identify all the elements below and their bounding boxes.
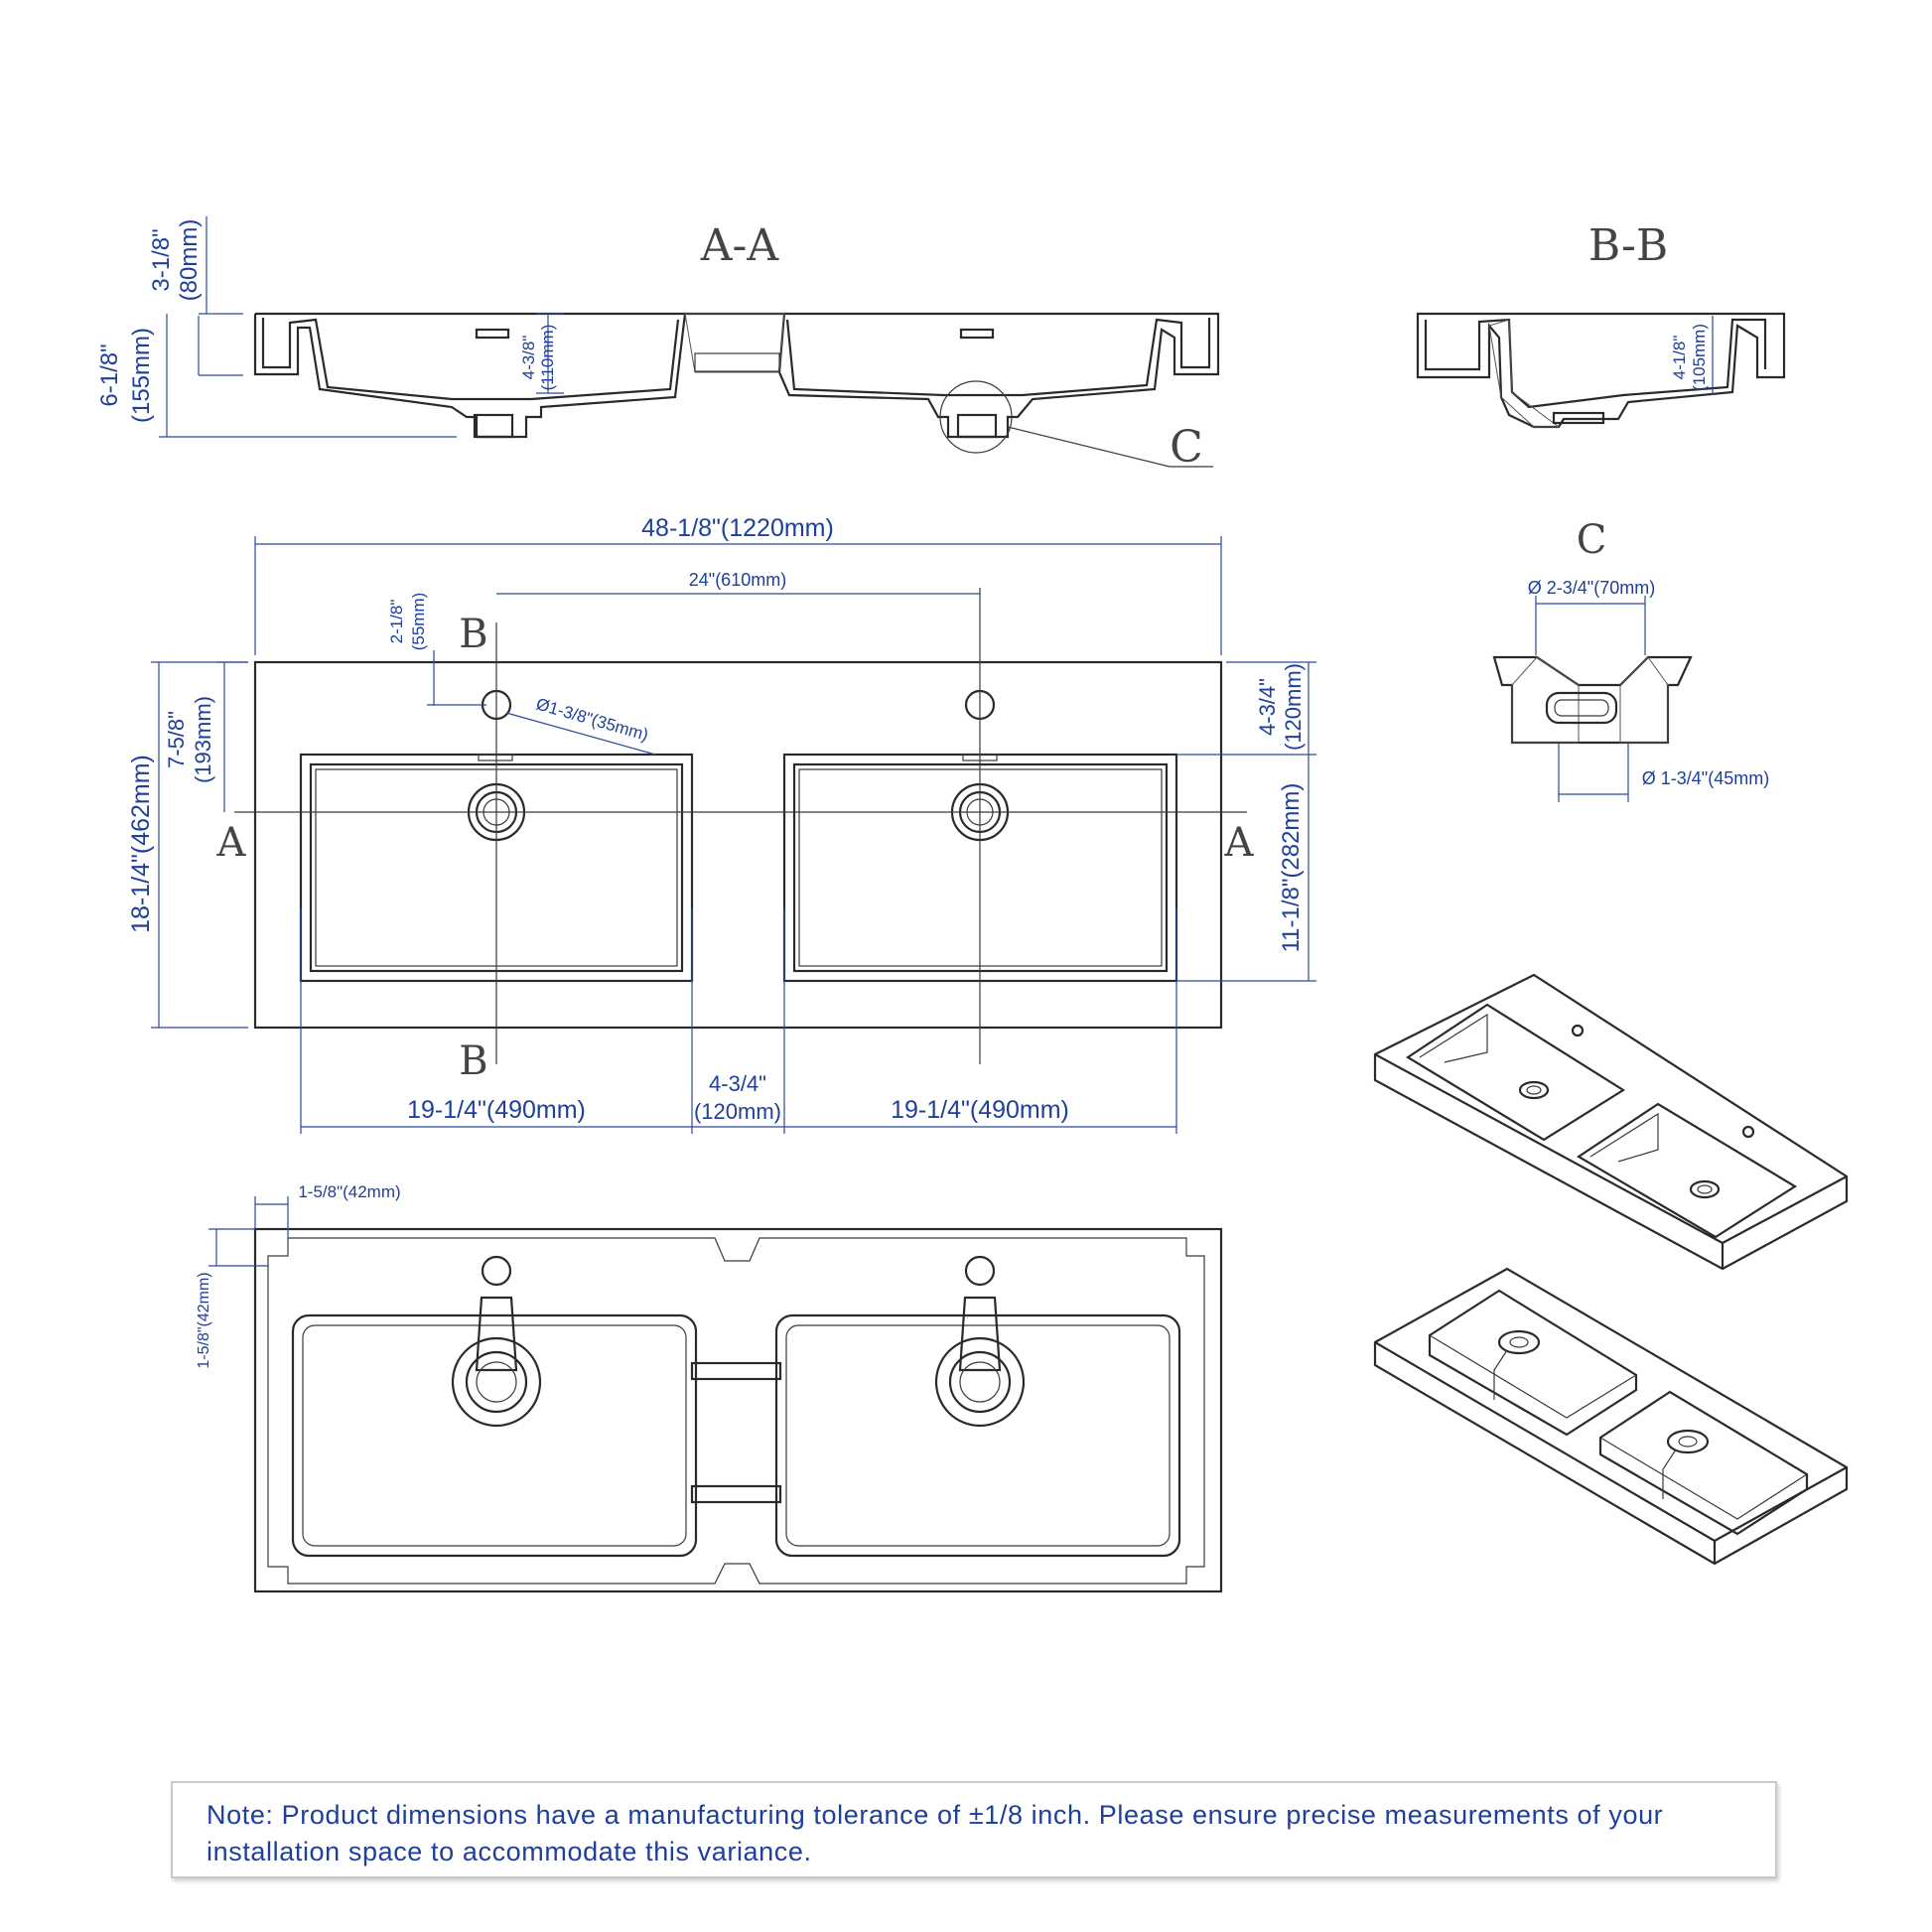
bottom-view: 1-5/8"(42mm) 1-5/8"(42mm) bbox=[196, 1182, 1223, 1593]
bb-bowl-depth-in-label: 4-1/8" bbox=[1670, 336, 1689, 380]
back-ledge-in-label: 4-3/4" bbox=[1255, 678, 1280, 736]
centerline-in-label: 7-5/8" bbox=[164, 711, 189, 768]
overall-width-label: 48-1/8"(1220mm) bbox=[641, 514, 834, 542]
hole-offset-mm-label: (55mm) bbox=[409, 593, 428, 651]
section-bb-title: B-B bbox=[1588, 220, 1668, 271]
centerline-mm-label: (193mm) bbox=[191, 696, 215, 783]
detail-c-view: C Ø 2-3/4"(70mm) Ø 1-3/4"(45mm) bbox=[1492, 517, 1769, 802]
drain-top-diameter-label: Ø 2-3/4"(70mm) bbox=[1528, 578, 1655, 598]
height-total-mm-label: (155mm) bbox=[128, 328, 155, 423]
height-total-in-label: 6-1/8" bbox=[96, 344, 123, 406]
hole-offset-in-label: 2-1/8" bbox=[387, 600, 406, 644]
back-ledge-mm-label: (120mm) bbox=[1281, 663, 1306, 751]
detail-c-callout: C bbox=[1170, 422, 1203, 473]
section-aa-title: A-A bbox=[700, 220, 780, 271]
bowl-depth-front-label: 11-1/8"(282mm) bbox=[1278, 783, 1305, 953]
bottom-offset-y-label: 1-5/8"(42mm) bbox=[196, 1272, 212, 1368]
section-b-bottom-marker: B bbox=[459, 1038, 487, 1084]
gap-mm-label: (120mm) bbox=[694, 1099, 781, 1124]
section-aa-view: A-A C 3-1/8" (80mm) 6-1/8" (155mm) 4-3/8… bbox=[96, 216, 1220, 473]
top-plan-view: A A B B 48-1/8"(1220mm) 24"(610mm) 2-1/8… bbox=[127, 514, 1316, 1134]
drain-bottom-diameter-label: Ø 1-3/4"(45mm) bbox=[1642, 768, 1769, 788]
section-b-top-marker: B bbox=[459, 612, 487, 657]
gap-in-label: 4-3/4" bbox=[709, 1071, 766, 1096]
tolerance-note-box: Note: Product dimensions have a manufact… bbox=[171, 1781, 1777, 1878]
detail-c-title: C bbox=[1577, 517, 1607, 563]
height-top-in-label: 3-1/8" bbox=[148, 228, 175, 291]
section-a-left-marker: A bbox=[216, 820, 247, 866]
aa-bowl-depth-in-label: 4-3/8" bbox=[519, 336, 538, 380]
section-bb-view: B-B 4-1/8" (105mm) bbox=[1416, 220, 1786, 429]
section-a-right-marker: A bbox=[1224, 820, 1255, 866]
tolerance-note-text: Note: Product dimensions have a manufact… bbox=[207, 1800, 1664, 1866]
aa-bowl-depth-mm-label: (110mm) bbox=[538, 325, 557, 391]
isometric-top-view bbox=[1373, 973, 1849, 1271]
bb-bowl-depth-mm-label: (105mm) bbox=[1690, 324, 1709, 391]
height-top-mm-label: (80mm) bbox=[176, 219, 203, 302]
bowl-width-right-label: 19-1/4"(490mm) bbox=[891, 1096, 1069, 1124]
bowl-width-left-label: 19-1/4"(490mm) bbox=[407, 1096, 586, 1124]
faucet-spacing-label: 24"(610mm) bbox=[689, 570, 786, 590]
overall-depth-label: 18-1/4"(462mm) bbox=[127, 755, 155, 933]
isometric-bottom-view bbox=[1373, 1267, 1849, 1566]
bottom-offset-x-label: 1-5/8"(42mm) bbox=[298, 1182, 400, 1201]
